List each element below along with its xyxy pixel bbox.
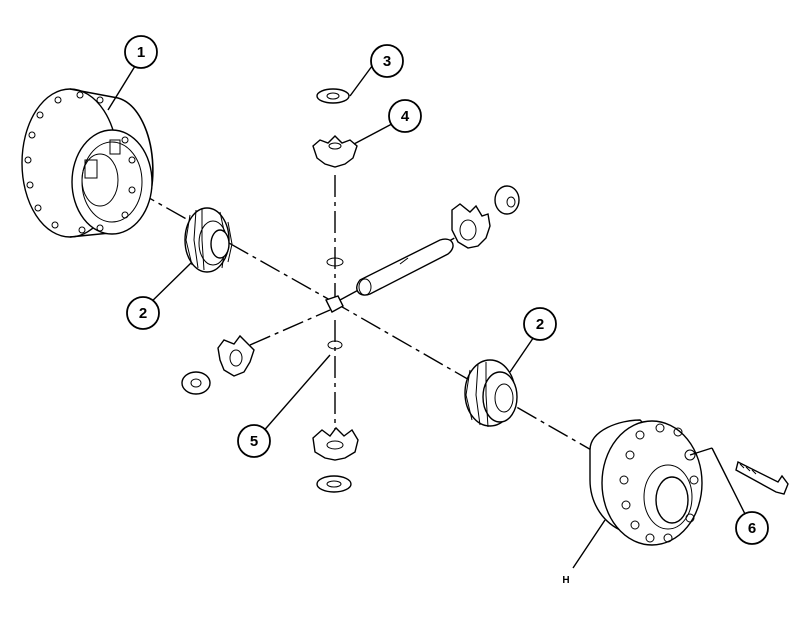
side-gear-left: [184, 207, 233, 273]
callout-5: 5: [237, 424, 271, 458]
pinion-ring-bottom: [327, 340, 343, 350]
axis-left-lower: [249, 309, 331, 346]
thrust-washer-top: [316, 88, 350, 104]
pinion-gear-bottom: [312, 426, 359, 461]
callout-2a-label: 2: [139, 305, 147, 322]
callout-6-label: 6: [748, 520, 756, 537]
callout-2b: 2: [523, 307, 557, 341]
side-gear-right: [464, 359, 518, 428]
axis-left-upper: [134, 189, 331, 301]
callout-4: 4: [388, 99, 422, 133]
thrust-washer-right: [494, 185, 520, 215]
callout-1-label: 1: [137, 44, 145, 61]
pinion-gear-top: [312, 135, 358, 168]
callout-2a: 2: [126, 296, 160, 330]
callout-2b-label: 2: [536, 316, 544, 333]
callout-6: 6: [735, 511, 769, 545]
thrust-washer-left: [181, 371, 211, 395]
reference-marker: H: [562, 575, 569, 586]
callout-3-label: 3: [383, 53, 391, 70]
spider-center: [325, 295, 344, 313]
axis-right-lower: [329, 299, 601, 456]
pinion-gear-left: [217, 334, 255, 377]
callout-5-label: 5: [250, 433, 258, 450]
case-half-left: [21, 88, 154, 238]
spider-shaft: [356, 238, 454, 296]
case-half-right: [589, 419, 703, 546]
pinion-ring-top: [326, 257, 344, 267]
callout-1: 1: [124, 35, 158, 69]
thrust-washer-bottom: [316, 475, 352, 493]
callout-3: 3: [370, 44, 404, 78]
callout-4-label: 4: [401, 108, 410, 125]
pinion-gear-right: [451, 203, 491, 249]
case-bolt: [735, 460, 789, 495]
